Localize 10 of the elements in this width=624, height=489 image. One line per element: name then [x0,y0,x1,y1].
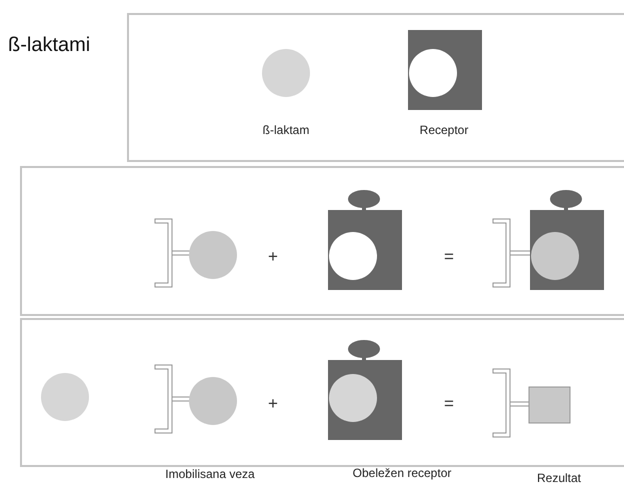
node-label: ß-laktam [262,123,310,137]
operator-sign: = [444,247,454,267]
operator-sign: + [268,394,278,414]
node-label: Rezultat [536,471,582,485]
operator-sign: + [268,247,278,267]
title: ß-laktami [8,34,90,57]
node-label: Receptor [420,123,468,137]
node-label: Obeležen receptor [352,466,452,480]
node-label: Imobilisana veza [165,467,255,481]
operator-sign: = [444,394,454,414]
